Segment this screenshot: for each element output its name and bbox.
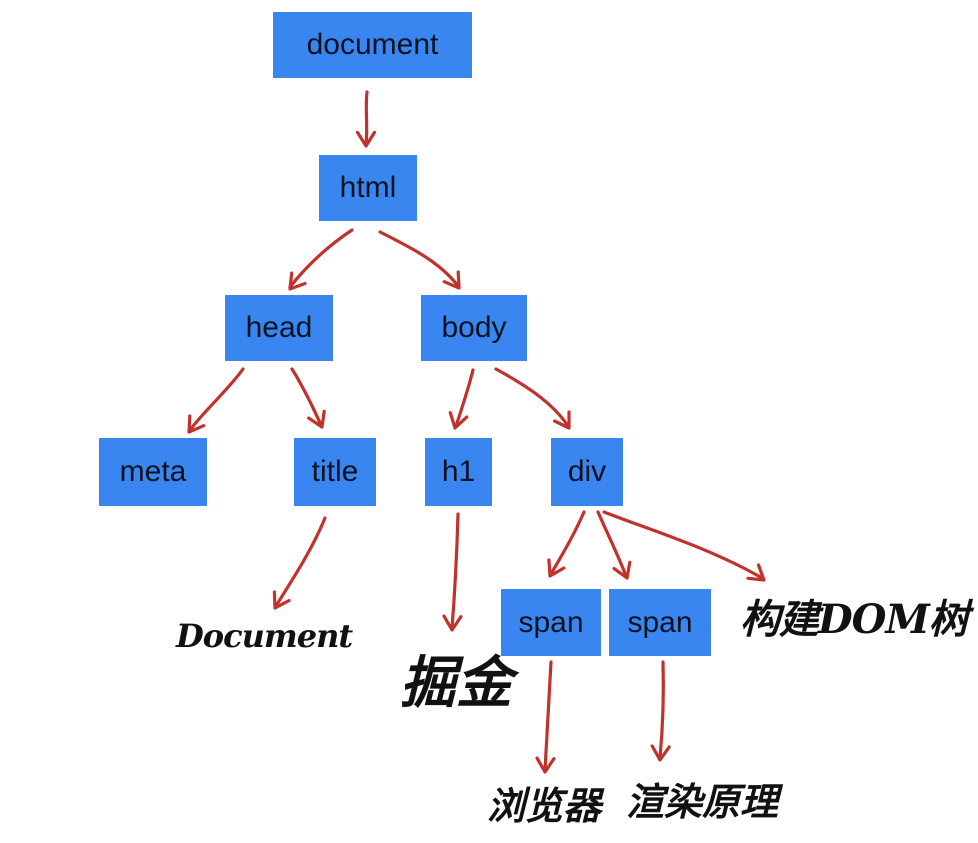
- arrow-div-to-span1: [547, 510, 586, 578]
- arrow-div-to-span2: [596, 510, 632, 580]
- node-head: head: [225, 295, 333, 361]
- node-document: document: [273, 12, 472, 78]
- title-text-annotation: Document: [176, 617, 353, 655]
- arrow-head-to-meta: [187, 367, 245, 434]
- build-dom-tree-note: 构建DOM树: [740, 596, 969, 643]
- arrow-span1-to-span1_text: [535, 660, 556, 774]
- node-meta: meta: [99, 438, 207, 506]
- node-span-1: span: [501, 589, 601, 656]
- arrow-document-to-html: [355, 90, 377, 148]
- node-body: body: [421, 295, 527, 361]
- h1-text-annotation: 掘金: [400, 650, 512, 716]
- arrow-body-to-h1: [448, 368, 475, 430]
- node-html: html: [319, 155, 417, 221]
- node-span-2: span: [609, 589, 711, 656]
- node-div: div: [551, 438, 623, 506]
- arrow-span2-to-span2_text: [650, 660, 671, 762]
- node-title: title: [294, 438, 376, 506]
- arrow-head-to-title: [290, 367, 326, 429]
- arrow-html-to-head: [288, 228, 354, 291]
- span2-text-annotation: 渲染原理: [626, 779, 779, 824]
- node-h1: h1: [425, 438, 492, 506]
- arrow-body-to-div: [494, 367, 571, 430]
- arrow-html-to-body: [378, 230, 461, 290]
- arrow-div-to-div_note: [602, 510, 766, 582]
- arrow-h1-to-h1_text: [442, 512, 463, 632]
- span1-text-annotation: 浏览器: [487, 783, 602, 828]
- arrow-title-to-title_text: [272, 516, 327, 610]
